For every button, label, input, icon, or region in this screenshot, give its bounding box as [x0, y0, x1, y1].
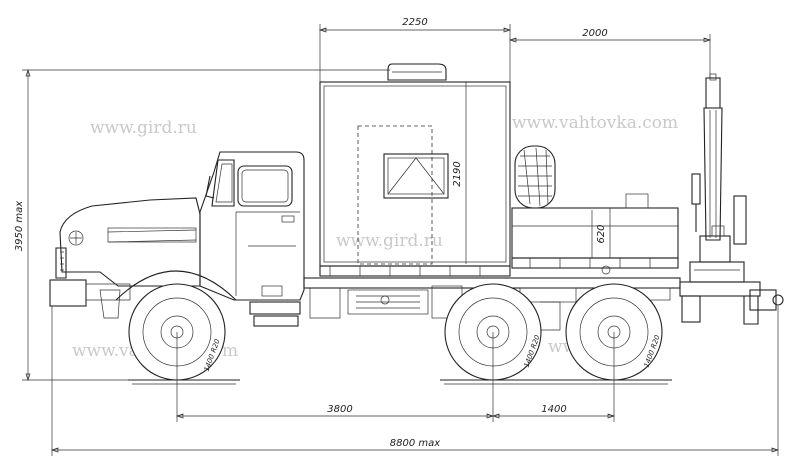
truck-cab: [55, 151, 305, 327]
dim-length-max: 8800 max: [390, 438, 440, 449]
dim-rear-platform: 2000: [582, 28, 607, 39]
crane: [679, 73, 784, 325]
box-body: [319, 63, 511, 277]
wheels: [115, 270, 663, 381]
dim-body-width: 2250: [402, 17, 427, 28]
dim-wheelbase-front: 3800: [327, 404, 352, 415]
flatbed: [511, 193, 679, 269]
watermark-top-right: www.vahtovka.com: [512, 113, 678, 133]
dim-side-height: 620: [596, 224, 607, 243]
watermark-top-left: www.gird.ru: [90, 118, 197, 138]
dim-body-height: 2190: [452, 161, 463, 186]
front-wheel: [115, 270, 237, 381]
spare-wheel: [514, 145, 556, 209]
dim-height-max: 3950 max: [14, 201, 25, 251]
watermark-center: www.gird.ru: [336, 231, 443, 251]
ground-lines: [128, 379, 672, 385]
dim-wheelbase-rear: 1400: [541, 404, 566, 415]
